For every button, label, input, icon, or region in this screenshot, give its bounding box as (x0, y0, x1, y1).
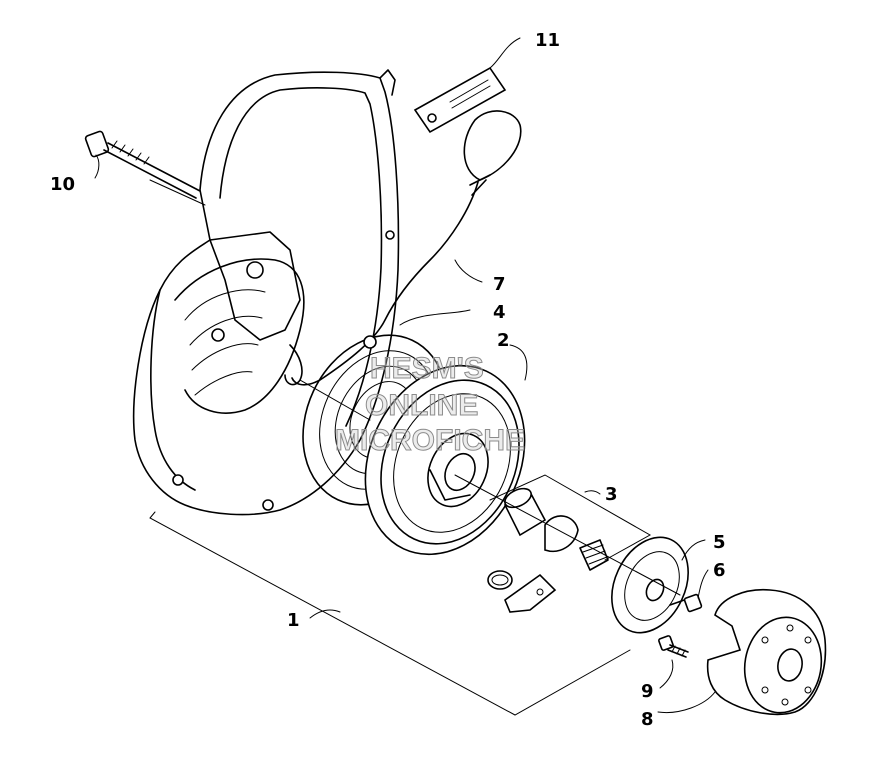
callout-2: 2 (497, 330, 510, 351)
callout-1: 1 (287, 610, 300, 631)
watermark-line-3: MICROFICHE (335, 424, 525, 457)
callout-3: 3 (605, 484, 618, 505)
bolt-part-6 (669, 593, 703, 613)
cup-part-8 (706, 588, 827, 716)
bolt-part-10 (84, 130, 201, 199)
callout-10: 10 (50, 174, 75, 195)
pulley-part-2 (364, 364, 526, 556)
leader-lines (94, 37, 716, 714)
bracket-part-1 (149, 511, 631, 716)
watermark-line-1: HESM'S (370, 352, 484, 385)
callout-6: 6 (713, 560, 726, 581)
ratchet-kit-part-3 (487, 487, 609, 613)
callout-5: 5 (713, 532, 726, 553)
callouts: 11 10 7 4 2 3 5 6 1 9 8 (50, 30, 726, 730)
callout-7: 7 (493, 274, 506, 295)
bracket-part-3 (489, 474, 652, 561)
callout-4: 4 (493, 302, 506, 323)
bolt-part-9 (658, 635, 689, 658)
decal-part-11 (413, 66, 507, 134)
callout-11: 11 (535, 30, 560, 51)
rope-part-7 (291, 110, 522, 386)
starter-housing (132, 69, 400, 516)
callout-8: 8 (641, 709, 654, 730)
assembly-lines (149, 179, 681, 596)
watermark-line-2: ONLINE (365, 389, 478, 422)
watermark: HESM'S ONLINE MICROFICHE (335, 352, 526, 458)
plate-part-5 (611, 536, 689, 634)
callout-9: 9 (641, 681, 654, 702)
